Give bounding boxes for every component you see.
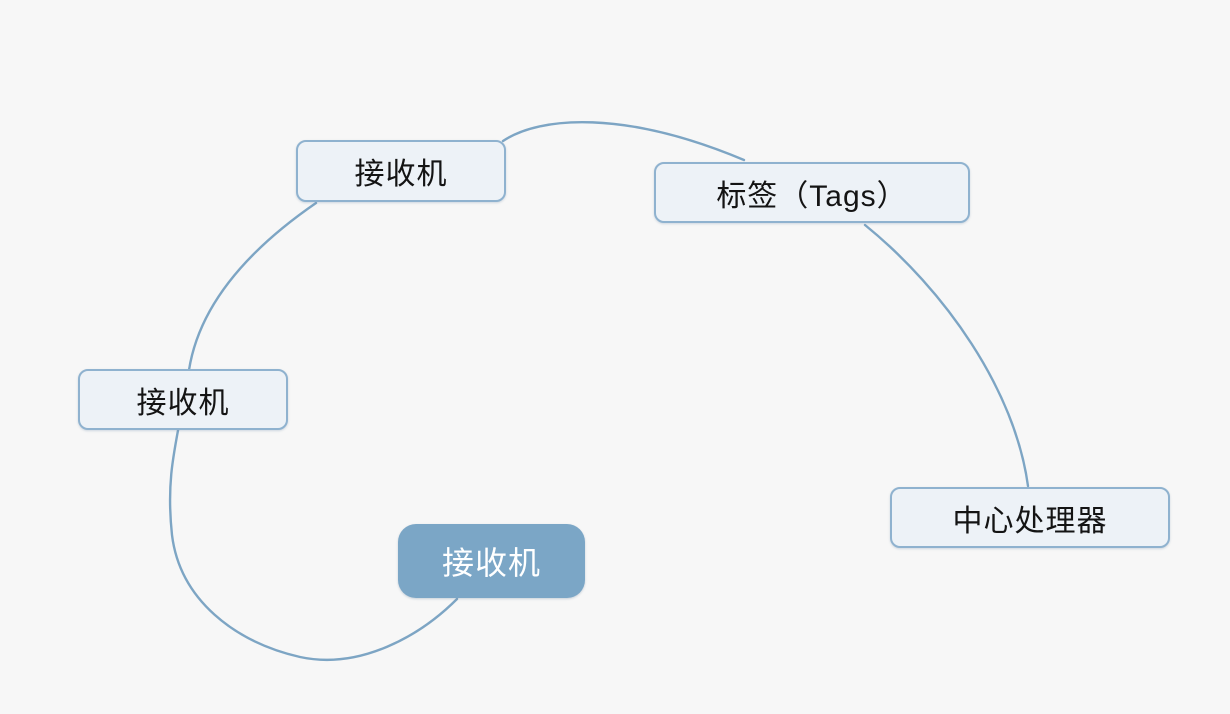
connector-left-bottom-arc [168,201,459,662]
node-receiver-bottom-selected[interactable]: 接收机 [398,524,585,598]
node-receiver-left[interactable]: 接收机 [78,369,288,430]
connector-right-arc [863,223,1030,488]
node-tags[interactable]: 标签（Tags） [654,162,970,223]
node-central-processor[interactable]: 中心处理器 [890,487,1170,548]
connector-top-arc [501,120,746,162]
node-receiver-top[interactable]: 接收机 [296,140,506,202]
